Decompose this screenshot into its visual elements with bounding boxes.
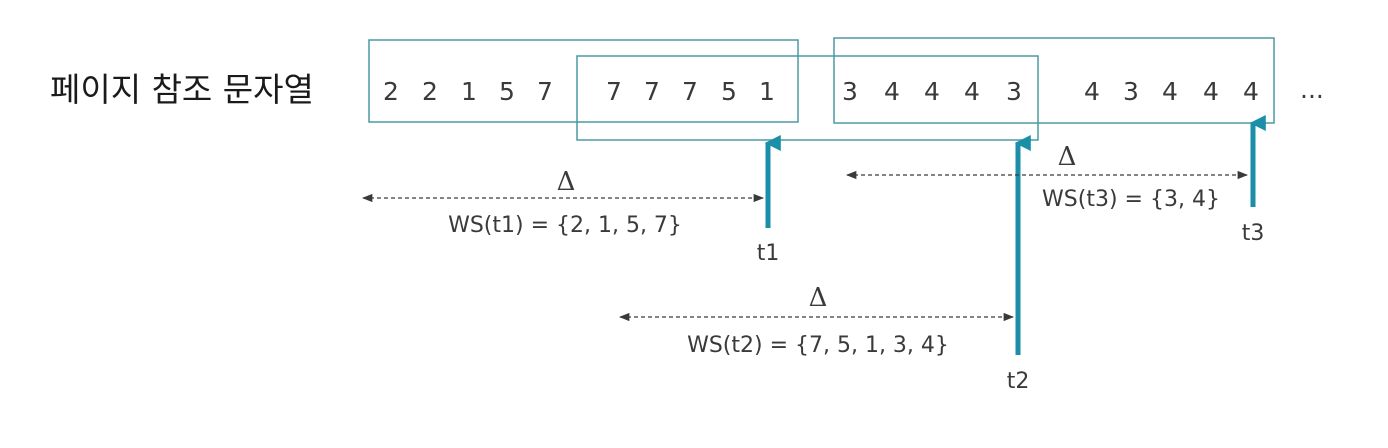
reference-value: 4 bbox=[964, 77, 980, 106]
reference-segment-box-2 bbox=[576, 55, 1039, 141]
reference-segment-box-1 bbox=[368, 39, 799, 123]
reference-value: 3 bbox=[1006, 77, 1022, 106]
reference-value: 4 bbox=[1243, 77, 1259, 106]
reference-value: 2 bbox=[422, 77, 438, 106]
reference-value: 1 bbox=[759, 77, 775, 106]
reference-value: 2 bbox=[383, 77, 399, 106]
time-label-t1: t1 bbox=[757, 241, 780, 266]
time-label-t2: t2 bbox=[1007, 369, 1030, 394]
reference-value: 5 bbox=[499, 77, 515, 106]
window-size-symbol-t2: Δ bbox=[809, 283, 828, 313]
reference-value: 7 bbox=[644, 77, 660, 106]
reference-value: 1 bbox=[461, 77, 477, 106]
reference-segment-box-3 bbox=[833, 37, 1275, 124]
reference-value: 4 bbox=[924, 77, 940, 106]
working-set-label-t3: WS(t3) = {3, 4} bbox=[1042, 187, 1220, 212]
reference-value: 7 bbox=[682, 77, 698, 106]
reference-value: 7 bbox=[606, 77, 622, 106]
ellipsis: ... bbox=[1300, 75, 1324, 104]
working-set-label-t2: WS(t2) = {7, 5, 1, 3, 4} bbox=[687, 333, 949, 358]
window-size-symbol-t1: Δ bbox=[557, 167, 576, 197]
reference-value: 3 bbox=[1123, 77, 1139, 106]
time-label-t3: t3 bbox=[1242, 221, 1265, 246]
reference-value: 4 bbox=[1203, 77, 1219, 106]
working-set-label-t1: WS(t1) = {2, 1, 5, 7} bbox=[448, 213, 682, 238]
reference-value: 7 bbox=[537, 77, 553, 106]
reference-value: 5 bbox=[721, 77, 737, 106]
reference-value: 4 bbox=[1084, 77, 1100, 106]
window-size-symbol-t3: Δ bbox=[1058, 142, 1077, 172]
reference-value: 4 bbox=[884, 77, 900, 106]
reference-value: 3 bbox=[842, 77, 858, 106]
page-reference-string-title: 페이지 참조 문자열 bbox=[50, 70, 314, 109]
reference-string: 2 2 1 5 7 7 7 7 5 1 3 4 4 4 3 4 3 4 4 4 bbox=[383, 77, 1259, 106]
reference-value: 4 bbox=[1162, 77, 1178, 106]
